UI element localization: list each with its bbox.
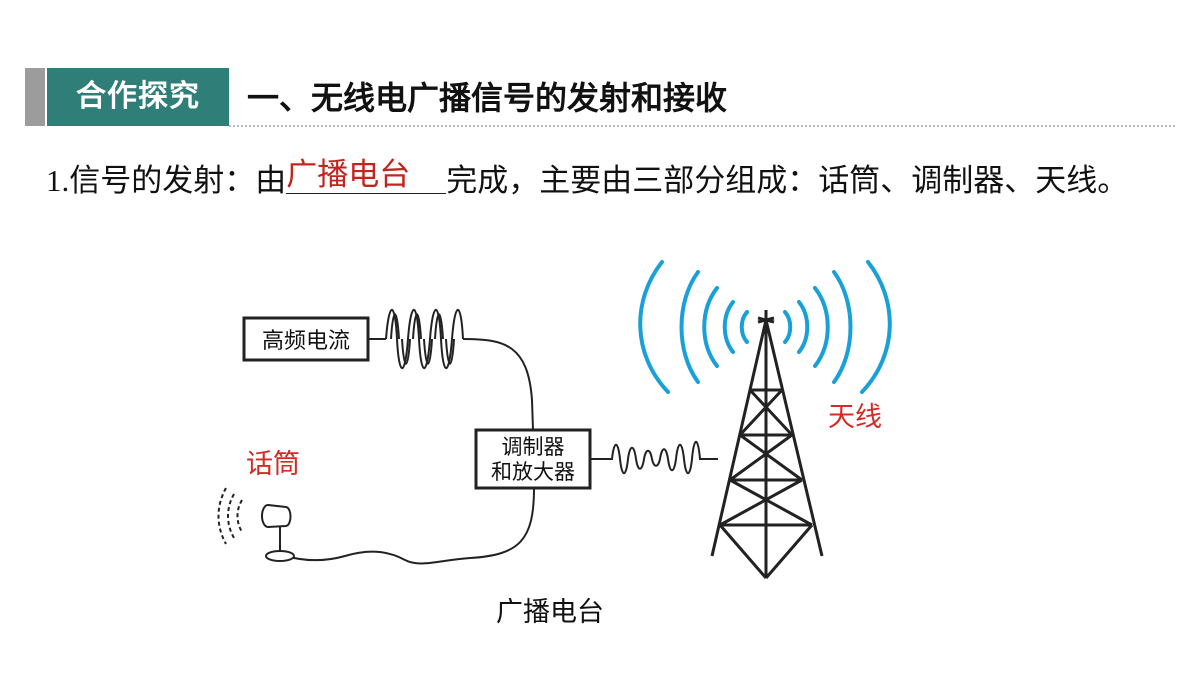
radio-waves-icon [638,260,892,394]
paragraph-suffix: 完成，主要由三部分组成：话筒、调制器、天线。 [446,163,1129,199]
paragraph-prefix: 信号的发射：由 [69,163,287,199]
microphone-wire [285,487,535,565]
box-high-frequency [242,316,370,362]
diagram-caption: 广播电台 [496,597,604,628]
header-accent-bar [25,68,45,126]
high-frequency-wave [368,308,534,431]
section-title: 一、无线电广播信号的发射和接收 [247,79,728,117]
box-modulator-line1: 调制器 [502,435,565,459]
microphone-icon [217,487,295,562]
fill-in-answer: 广播电台 [286,157,447,194]
label-microphone: 话筒 [246,449,300,480]
box-modulator-line2: 和放大器 [491,460,575,484]
box-high-frequency-label: 高频电流 [262,329,350,354]
header-dotted-rule [229,125,1175,127]
antenna-tower-icon [710,310,824,579]
label-antenna: 天线 [828,402,882,433]
paragraph-signal-transmission: 1.信号的发射：由广播电台完成，主要由三部分组成：话筒、调制器、天线。 [46,150,1156,212]
section-badge: 合作探究 [47,68,229,126]
modulated-wave [590,440,718,475]
section-header: 合作探究 一、无线电广播信号的发射和接收 [25,68,1175,128]
item-number: 1. [46,163,70,198]
